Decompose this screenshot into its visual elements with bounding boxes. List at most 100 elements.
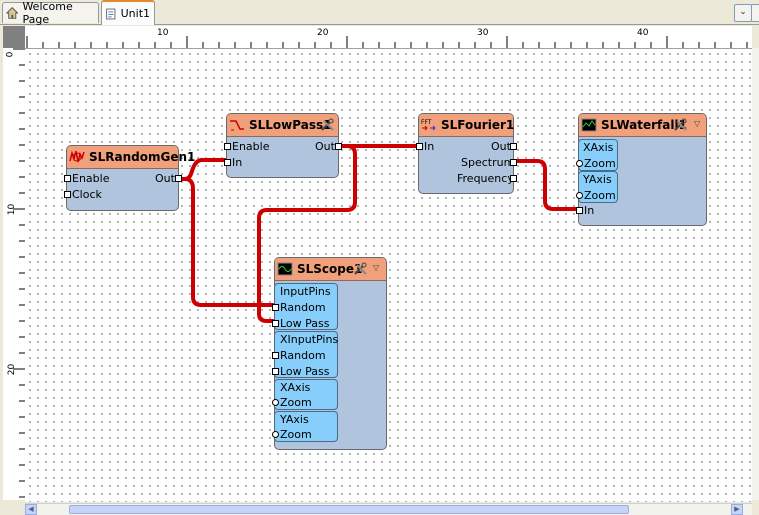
scrollbar-thumb[interactable] <box>69 505 629 514</box>
oscilloscope-icon <box>277 262 293 276</box>
component-title: SLScope1 <box>297 262 363 276</box>
ruler-label: 30 <box>477 28 489 38</box>
ruler-label: 0 <box>5 51 16 58</box>
horizontal-scrollbar[interactable]: ◀ ▶ <box>25 503 752 515</box>
pin-label: In <box>584 204 595 217</box>
pin-label: Low Pass <box>280 317 330 330</box>
chevron-down-icon[interactable]: ▽ <box>694 119 701 128</box>
tab-label: Unit1 <box>120 7 150 20</box>
output-pin-out[interactable] <box>510 143 517 150</box>
pin-label: Random <box>280 349 326 362</box>
group-label: YAxis <box>583 173 612 186</box>
group-label: YAxis <box>280 413 309 426</box>
horizontal-ruler-ticks <box>26 36 748 48</box>
design-canvas[interactable]: SLRandomGen1 Enable Clock Out SLLowPass1… <box>25 49 752 502</box>
component-title: SLRandomGen1 <box>89 150 196 164</box>
input-pin-clock[interactable] <box>64 191 71 198</box>
input-pin-random[interactable] <box>272 304 279 311</box>
component-title: SLWaterfall1 <box>601 118 687 132</box>
vertical-scrollbar[interactable] <box>752 48 759 500</box>
wire-lowpass-to-scope <box>257 144 357 323</box>
input-pin-x-low-pass[interactable] <box>272 368 279 375</box>
pin-label: Random <box>280 301 326 314</box>
component-title: SLFourier1 <box>441 118 515 132</box>
component-header: SLScope1 ▽ <box>275 258 386 281</box>
component-header: SLRandomGen1 <box>67 146 195 169</box>
pin-label: In <box>232 156 243 169</box>
tools-icon[interactable] <box>673 118 689 132</box>
pin-group-xaxis: XAxis Zoom <box>576 139 618 171</box>
component-slrandomgen1[interactable]: SLRandomGen1 Enable Clock Out <box>64 145 195 211</box>
ruler-corner <box>3 26 25 48</box>
output-pin-spectrum[interactable] <box>510 159 517 166</box>
input-pin-enable[interactable] <box>64 175 71 182</box>
output-pin-out[interactable] <box>335 143 342 150</box>
random-generator-icon <box>69 150 85 163</box>
output-pin-frequency[interactable] <box>510 175 517 182</box>
wire-random-to-scope <box>179 177 274 307</box>
pin-label: Zoom <box>584 157 616 170</box>
ruler-label: 20 <box>7 363 18 376</box>
pin-label: Zoom <box>584 189 616 202</box>
input-pin-in[interactable] <box>224 159 231 166</box>
component-header: SLWaterfall1 ▽ <box>579 114 706 137</box>
input-pin-xaxis-zoom[interactable] <box>272 399 279 406</box>
pin-label: Zoom <box>280 428 312 441</box>
tab-welcome-page[interactable]: Welcome Page <box>2 0 99 26</box>
pin-label: Out <box>155 172 175 185</box>
pin-label: Enable <box>72 172 110 185</box>
component-title: SLLowPass1 <box>249 118 332 132</box>
group-label: XAxis <box>280 381 311 394</box>
output-pin-out[interactable] <box>175 175 182 182</box>
waterfall-display-icon <box>581 118 597 132</box>
connection-wires <box>179 144 578 323</box>
component-header: SLLowPass1 <box>227 114 338 137</box>
low-pass-filter-icon <box>230 120 244 131</box>
chevron-down-icon[interactable]: ▽ <box>373 263 380 272</box>
component-slfourier1[interactable]: FFT SLFourier1 In Out Spectrum Frequency <box>416 113 517 194</box>
pin-group-yaxis: YAxis Zoom <box>576 171 618 203</box>
group-label: InputPins <box>280 285 331 298</box>
tab-unit1[interactable]: Unit1 <box>101 0 155 25</box>
pin-group-xinputpins: XInputPins Random Low Pass <box>272 331 339 378</box>
group-label: XAxis <box>583 141 614 154</box>
pin-label: Out <box>491 140 511 153</box>
ruler-label: 10 <box>157 28 169 38</box>
pin-label: Out <box>315 140 335 153</box>
fft-icon: FFT <box>421 119 436 131</box>
ruler-label: 20 <box>317 28 329 38</box>
pin-label: Low Pass <box>280 365 330 378</box>
document-tab-bar: Welcome Page Unit1 ⌄ <box>0 0 759 26</box>
ruler-label: 40 <box>637 28 649 38</box>
pin-label: In <box>424 140 435 153</box>
component-slwaterfall1[interactable]: SLWaterfall1 ▽ XAxis Zoom YAxis Zoom In <box>576 113 707 226</box>
scroll-left-button[interactable]: ◀ <box>25 504 37 515</box>
input-pin-in[interactable] <box>416 143 423 150</box>
pin-label: Clock <box>72 188 102 201</box>
scroll-right-button[interactable]: ▶ <box>731 504 743 515</box>
pin-label: Enable <box>232 140 270 153</box>
component-sllowpass1[interactable]: SLLowPass1 Enable In Out <box>224 113 342 178</box>
component-slscope1[interactable]: SLScope1 ▽ InputPins Random Low Pass XIn… <box>272 257 387 450</box>
input-pin-yaxis-zoom[interactable] <box>272 431 279 438</box>
vertical-ruler: 0 10 20 <box>3 48 26 500</box>
tools-icon[interactable] <box>320 118 336 132</box>
home-icon <box>6 7 19 19</box>
wire-fourier-to-waterfall <box>514 159 578 211</box>
pin-group-yaxis: YAxis Zoom <box>272 411 338 442</box>
input-pin-in[interactable] <box>576 207 583 214</box>
tools-icon[interactable] <box>353 262 369 276</box>
horizontal-ruler: 10 20 30 40 <box>25 26 752 49</box>
pin-label: Frequency <box>457 172 514 185</box>
fft-icon-text: FFT <box>421 119 432 126</box>
input-pin-low-pass[interactable] <box>272 320 279 327</box>
input-pin-enable[interactable] <box>224 143 231 150</box>
ruler-label: 10 <box>7 203 18 216</box>
input-pin-x-random[interactable] <box>272 352 279 359</box>
unit-form-icon <box>106 8 116 19</box>
tab-list-dropdown-button[interactable]: ⌄ <box>734 4 752 22</box>
input-pin-yaxis-zoom[interactable] <box>576 192 583 199</box>
input-pin-xaxis-zoom[interactable] <box>576 160 583 167</box>
close-tab-button[interactable] <box>751 4 759 22</box>
group-label: XInputPins <box>280 333 339 346</box>
